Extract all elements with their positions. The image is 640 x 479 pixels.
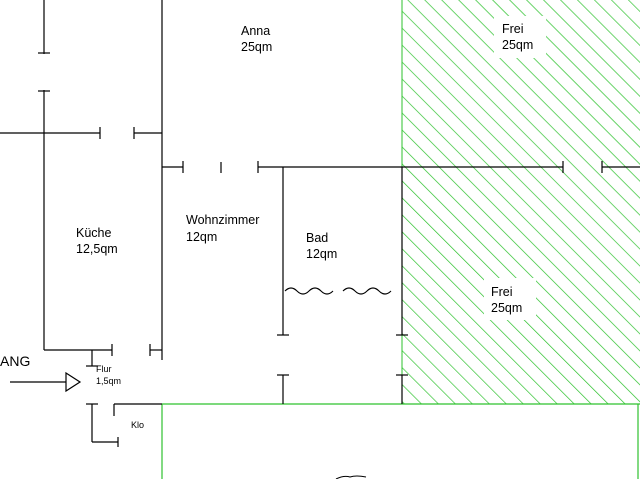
- room-name-frei-top: Frei: [502, 22, 524, 36]
- room-area-anna: 25qm: [241, 40, 272, 54]
- room-area-bad: 12qm: [306, 247, 337, 261]
- cut-off-text-mark: [335, 475, 367, 479]
- room-name-wohnzimmer: Wohnzimmer: [186, 213, 259, 227]
- room-name-bad: Bad: [306, 231, 328, 245]
- room-name-flur: Flur: [96, 364, 112, 374]
- bad-curtain-wave: [284, 287, 334, 295]
- walls: [0, 0, 640, 447]
- room-area-kueche: 12,5qm: [76, 242, 118, 256]
- frei-hatched-area: [402, 0, 640, 404]
- entry-label: ANG: [0, 353, 30, 369]
- bad-curtain-wave-2: [342, 287, 392, 295]
- room-area-wohnzimmer: 12qm: [186, 230, 217, 244]
- frei-bottom-label-bg: [484, 278, 536, 320]
- room-area-flur: 1,5qm: [96, 376, 121, 386]
- room-name-klo: Klo: [131, 420, 144, 430]
- frei-top-label-bg: [494, 16, 546, 58]
- room-name-frei-bottom: Frei: [491, 285, 513, 299]
- room-area-frei-bottom: 25qm: [491, 301, 522, 315]
- room-area-frei-top: 25qm: [502, 38, 533, 52]
- room-name-anna: Anna: [241, 24, 270, 38]
- room-name-kueche: Küche: [76, 226, 111, 240]
